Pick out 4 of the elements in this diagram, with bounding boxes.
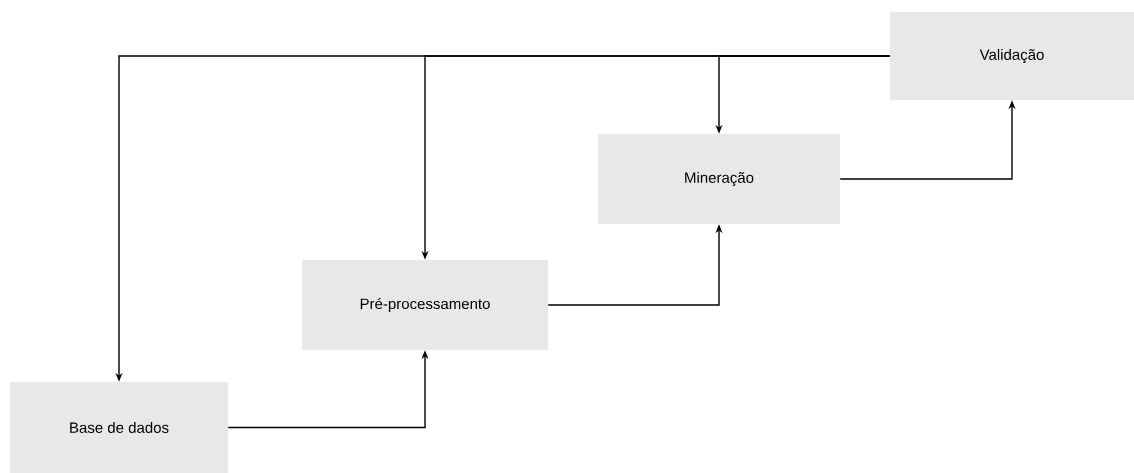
process-box: Base de dados (10, 382, 228, 473)
process-box: Mineração (598, 134, 840, 224)
process-box: Pré-processamento (302, 260, 548, 350)
process-box: Validação (890, 12, 1134, 100)
